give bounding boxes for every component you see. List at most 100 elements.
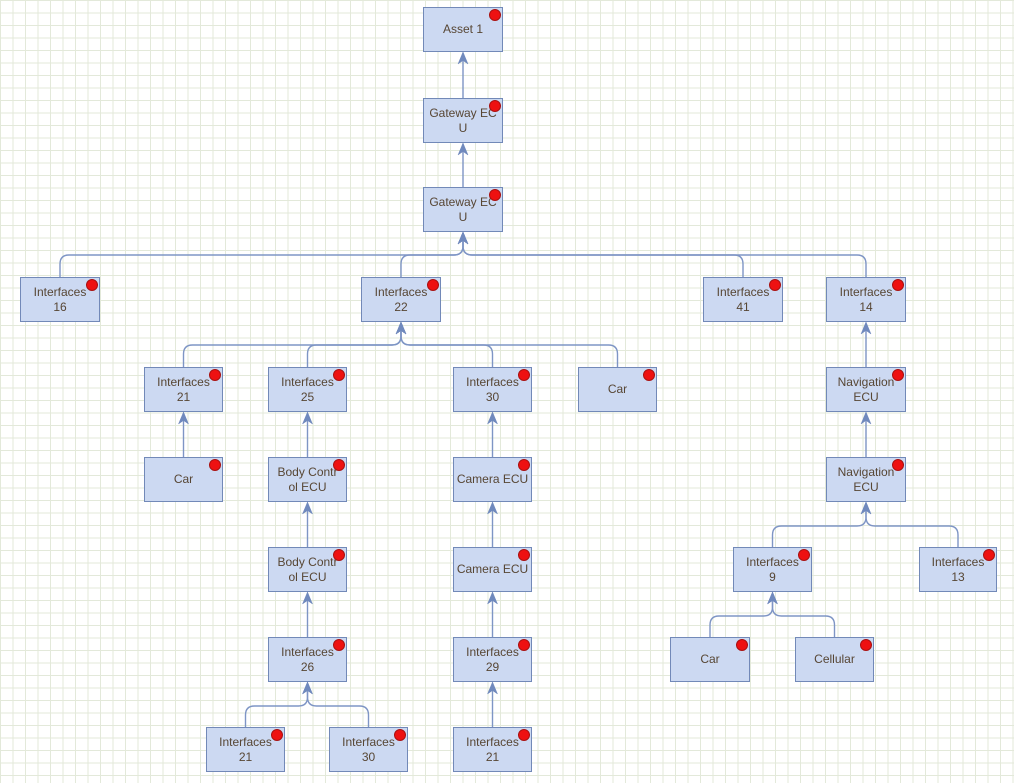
- node-label: Interfaces 30: [466, 374, 519, 404]
- node-gateway-ecu-1[interactable]: Gateway EC U: [423, 98, 503, 143]
- status-dot-icon: [394, 729, 406, 741]
- node-camera-ecu-2[interactable]: Camera ECU: [453, 547, 532, 592]
- node-interfaces-22[interactable]: Interfaces 22: [361, 277, 441, 322]
- edge-arrowhead-icon: [301, 591, 314, 605]
- node-interfaces-13[interactable]: Interfaces 13: [919, 547, 997, 592]
- node-interfaces-14[interactable]: Interfaces 14: [826, 277, 906, 322]
- node-label: Car: [173, 472, 194, 486]
- node-label: Car: [700, 652, 720, 666]
- edge-car-c-to-interfaces-9[interactable]: [709, 600, 774, 637]
- node-label: Body Contr ol ECU: [277, 554, 338, 584]
- node-interfaces-16[interactable]: Interfaces 16: [20, 277, 100, 322]
- status-dot-icon: [209, 369, 221, 381]
- node-interfaces-29[interactable]: Interfaces 29: [453, 637, 532, 682]
- status-dot-icon: [518, 549, 530, 561]
- edge-interfaces-9-to-navigation-ecu-2[interactable]: [771, 510, 867, 547]
- node-label: Camera ECU: [456, 472, 529, 486]
- edge-interfaces-14-to-gateway-ecu-2[interactable]: [462, 240, 867, 277]
- node-label: Interfaces 21: [466, 734, 519, 764]
- status-dot-icon: [209, 459, 221, 471]
- edge-arrowhead-icon: [457, 142, 469, 156]
- node-interfaces-25[interactable]: Interfaces 25: [268, 367, 347, 412]
- node-label: Interfaces 22: [374, 284, 428, 314]
- node-label: Interfaces 29: [466, 644, 519, 674]
- node-interfaces-30-a[interactable]: Interfaces 30: [453, 367, 532, 412]
- node-label: Interfaces 9: [746, 554, 799, 584]
- node-body-control-ecu-2[interactable]: Body Contr ol ECU: [268, 547, 347, 592]
- status-dot-icon: [489, 9, 501, 21]
- edge-arrowhead-icon: [301, 681, 314, 695]
- edge-cellular-to-interfaces-9[interactable]: [771, 600, 836, 637]
- edge-arrowhead-icon: [486, 591, 499, 605]
- status-dot-icon: [892, 279, 904, 291]
- status-dot-icon: [892, 369, 904, 381]
- edge-interfaces-41-to-gateway-ecu-2[interactable]: [462, 240, 744, 277]
- node-label: Camera ECU: [456, 562, 529, 576]
- node-label: Asset 1: [442, 22, 484, 36]
- node-car-b[interactable]: Car: [144, 457, 223, 502]
- edge-interfaces-30-a-to-interfaces-22[interactable]: [400, 330, 494, 367]
- status-dot-icon: [798, 549, 810, 561]
- node-label: Body Contr ol ECU: [277, 464, 338, 494]
- status-dot-icon: [860, 639, 872, 651]
- node-label: Navigation ECU: [837, 374, 895, 404]
- node-label: Interfaces 14: [839, 284, 893, 314]
- status-dot-icon: [427, 279, 439, 291]
- status-dot-icon: [333, 369, 345, 381]
- edge-arrowhead-icon: [860, 501, 872, 515]
- status-dot-icon: [489, 189, 501, 201]
- status-dot-icon: [518, 729, 530, 741]
- node-asset-1[interactable]: Asset 1: [423, 7, 503, 52]
- edge-arrowhead-icon: [860, 411, 872, 425]
- edge-car-a-to-interfaces-22[interactable]: [400, 330, 619, 367]
- edge-arrowhead-icon: [457, 51, 469, 65]
- edge-arrowhead-icon: [486, 411, 499, 425]
- edge-arrowhead-icon: [766, 591, 779, 605]
- node-body-control-ecu-1[interactable]: Body Contr ol ECU: [268, 457, 347, 502]
- node-gateway-ecu-2[interactable]: Gateway EC U: [423, 187, 503, 232]
- edge-interfaces-13-to-navigation-ecu-2[interactable]: [865, 510, 959, 547]
- status-dot-icon: [333, 549, 345, 561]
- status-dot-icon: [489, 100, 501, 112]
- edge-arrowhead-icon: [177, 411, 190, 425]
- node-cellular[interactable]: Cellular: [795, 637, 874, 682]
- node-label: Cellular: [814, 652, 855, 666]
- node-interfaces-21-a[interactable]: Interfaces 21: [144, 367, 223, 412]
- node-label: Gateway EC U: [429, 194, 497, 224]
- status-dot-icon: [769, 279, 781, 291]
- edge-interfaces-30-b-to-interfaces-26[interactable]: [306, 690, 370, 727]
- edge-arrowhead-icon: [457, 231, 469, 245]
- node-interfaces-21-b[interactable]: Interfaces 21: [206, 727, 285, 772]
- edge-interfaces-21-a-to-interfaces-22[interactable]: [182, 330, 402, 367]
- node-interfaces-26[interactable]: Interfaces 26: [268, 637, 347, 682]
- node-interfaces-9[interactable]: Interfaces 9: [733, 547, 812, 592]
- status-dot-icon: [518, 639, 530, 651]
- node-interfaces-30-b[interactable]: Interfaces 30: [329, 727, 408, 772]
- status-dot-icon: [892, 459, 904, 471]
- edge-interfaces-21-b-to-interfaces-26[interactable]: [244, 690, 309, 727]
- node-label: Interfaces 16: [33, 284, 87, 314]
- node-label: Interfaces 13: [931, 554, 985, 584]
- edge-interfaces-25-to-interfaces-22[interactable]: [306, 330, 402, 367]
- status-dot-icon: [271, 729, 283, 741]
- node-interfaces-41[interactable]: Interfaces 41: [703, 277, 783, 322]
- edge-interfaces-22-to-gateway-ecu-2[interactable]: [400, 240, 464, 277]
- node-navigation-ecu-1[interactable]: Navigation ECU: [826, 367, 906, 412]
- status-dot-icon: [643, 369, 655, 381]
- node-car-c[interactable]: Car: [670, 637, 750, 682]
- node-label: Interfaces 21: [157, 374, 210, 404]
- node-car-a[interactable]: Car: [578, 367, 657, 412]
- node-interfaces-21-c[interactable]: Interfaces 21: [453, 727, 532, 772]
- node-label: Interfaces 25: [281, 374, 334, 404]
- edge-arrowhead-icon: [486, 681, 499, 695]
- status-dot-icon: [333, 639, 345, 651]
- node-label: Gateway EC U: [429, 105, 497, 135]
- node-label: Interfaces 41: [716, 284, 770, 314]
- node-camera-ecu-1[interactable]: Camera ECU: [453, 457, 532, 502]
- node-label: Interfaces 26: [281, 644, 334, 674]
- edge-arrowhead-icon: [395, 321, 407, 335]
- edge-arrowhead-icon: [860, 321, 872, 335]
- status-dot-icon: [518, 459, 530, 471]
- node-navigation-ecu-2[interactable]: Navigation ECU: [826, 457, 906, 502]
